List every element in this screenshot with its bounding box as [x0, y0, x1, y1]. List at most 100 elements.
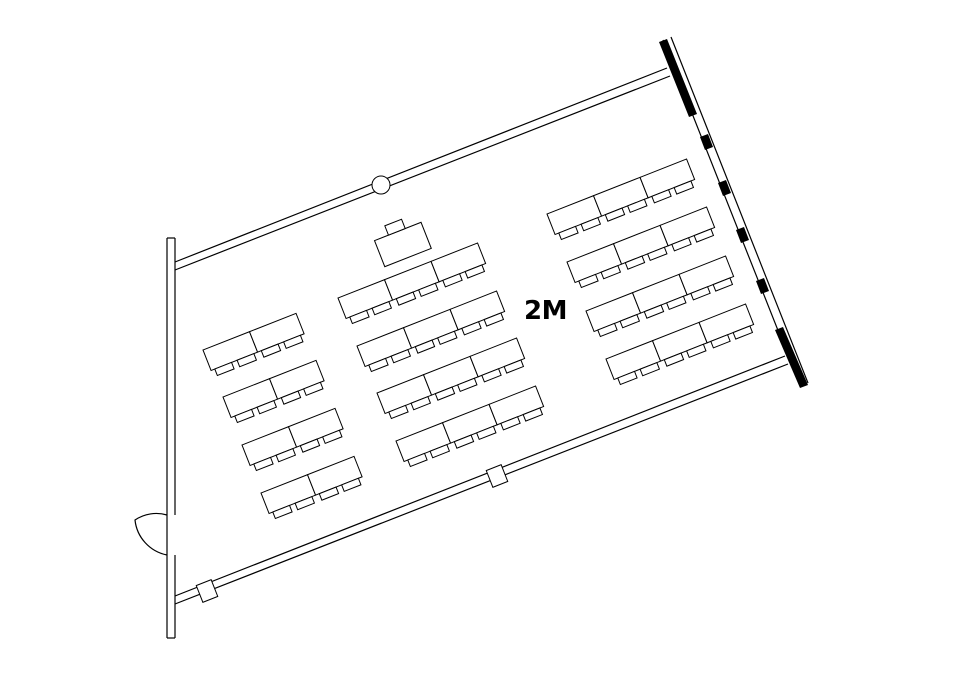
chair — [503, 359, 525, 374]
chair — [464, 264, 486, 279]
chair — [522, 407, 544, 422]
wall-pier — [775, 327, 808, 388]
chair — [600, 264, 622, 280]
chair — [272, 504, 293, 520]
chair — [671, 237, 692, 252]
table — [698, 303, 755, 344]
wall-post — [485, 464, 509, 488]
wall-post — [195, 579, 219, 603]
chair — [558, 225, 579, 241]
chair — [685, 343, 707, 359]
chair — [673, 180, 695, 195]
wall-pier — [659, 39, 697, 117]
chair — [395, 291, 417, 306]
chair — [321, 429, 343, 445]
table — [488, 385, 545, 426]
chair — [260, 343, 282, 358]
table-row — [546, 158, 696, 241]
chair — [388, 404, 409, 420]
window-mullion — [756, 278, 769, 294]
bottom-wall — [174, 355, 789, 605]
table — [639, 158, 696, 199]
chair — [234, 408, 255, 424]
chair — [475, 425, 497, 441]
table-row — [241, 407, 344, 472]
table — [248, 312, 305, 353]
room-label: 2M — [524, 296, 567, 326]
table — [449, 290, 506, 331]
table-row — [376, 337, 526, 420]
chair — [414, 339, 436, 354]
chair — [340, 477, 362, 493]
chair — [214, 361, 235, 377]
chair — [275, 447, 297, 463]
chair — [299, 438, 321, 453]
chair — [481, 368, 502, 383]
top-wall — [174, 67, 671, 271]
chair — [665, 295, 687, 311]
chair — [617, 370, 638, 386]
chair — [483, 312, 505, 327]
table-row — [337, 218, 487, 325]
table-row — [605, 303, 755, 386]
chair — [434, 386, 456, 401]
chair — [693, 228, 715, 243]
table-layout — [202, 158, 755, 520]
chair — [604, 207, 626, 222]
chair — [643, 304, 665, 319]
table — [306, 455, 363, 496]
window-mullion — [700, 134, 713, 150]
table — [469, 337, 526, 378]
chair — [417, 282, 439, 298]
chair — [690, 286, 711, 301]
table — [287, 407, 344, 448]
chair — [390, 348, 412, 364]
chair — [280, 390, 302, 405]
chair — [651, 189, 672, 204]
chair — [442, 273, 463, 288]
chair — [580, 216, 602, 232]
chair — [646, 246, 668, 262]
chair — [578, 273, 599, 289]
chair — [368, 357, 389, 373]
chair — [302, 381, 324, 397]
chair — [500, 416, 521, 431]
column-marker — [371, 175, 391, 195]
chair — [429, 443, 451, 459]
table-row — [260, 455, 363, 520]
left-wall — [166, 237, 176, 639]
chair — [349, 309, 370, 325]
chair — [410, 395, 432, 411]
table-row — [356, 290, 506, 373]
table-row — [395, 385, 545, 468]
presenter-seat — [384, 218, 406, 236]
chair — [456, 377, 478, 393]
chair — [597, 322, 618, 338]
chair — [461, 321, 482, 336]
table — [659, 206, 716, 247]
chair — [318, 486, 340, 501]
table — [268, 359, 325, 400]
chair — [639, 361, 661, 377]
window-mullion — [718, 180, 731, 196]
chair — [253, 456, 274, 472]
table — [678, 255, 735, 296]
chair — [710, 334, 731, 349]
entrance-door — [134, 512, 168, 556]
chair — [712, 277, 734, 292]
table-row — [566, 206, 716, 289]
chair — [282, 334, 304, 350]
chair — [663, 352, 685, 367]
window-mullion — [736, 227, 749, 243]
table-row — [585, 255, 735, 338]
chair — [619, 313, 641, 329]
chair — [436, 330, 458, 346]
window-wall — [659, 36, 809, 388]
table-row — [202, 312, 305, 377]
chair — [624, 255, 646, 270]
chair — [371, 300, 393, 316]
chair — [294, 495, 316, 511]
table-row — [222, 359, 325, 424]
table — [430, 242, 487, 283]
